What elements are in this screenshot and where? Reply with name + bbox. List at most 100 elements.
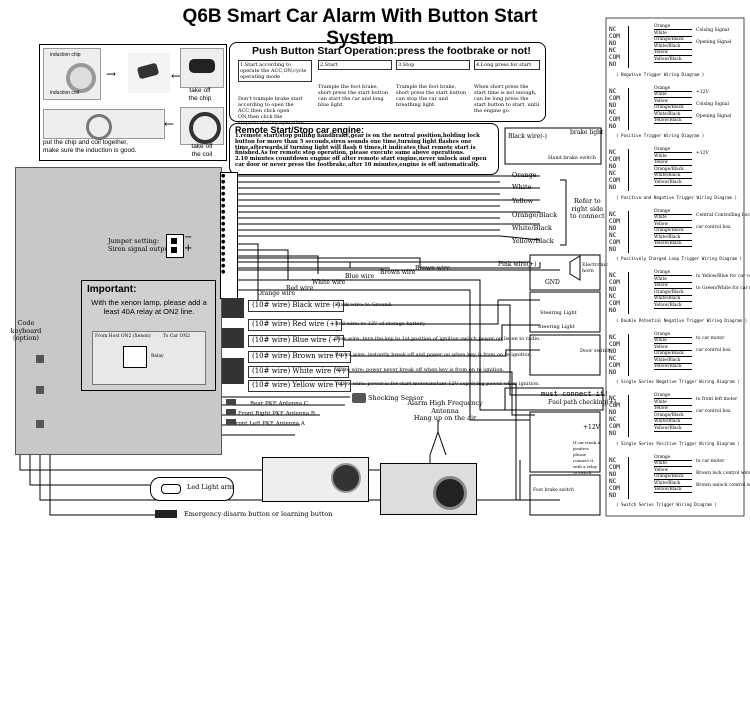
diagram-wire-label: Orange/Black (654, 474, 692, 480)
diagram-wire-label: White/Black (654, 419, 692, 425)
relay-symbol (628, 87, 645, 130)
pin-label: NC (609, 210, 617, 218)
steering-light-label: Steering Light (538, 324, 575, 330)
diagram-wire-label: Yellow/Black (654, 118, 692, 124)
emergency-label: Emergency disarm button or learning butt… (184, 510, 333, 518)
start-button-icon (331, 463, 361, 493)
diagram-wire-label: White (654, 277, 692, 283)
diagram-signal-label: to Yellow/Blue for car control box (696, 274, 750, 279)
antenna-plug (226, 409, 236, 415)
pin-label: NC (609, 333, 617, 341)
must-connect-label: must connect it! (541, 390, 609, 398)
pin-label: NO (609, 491, 617, 499)
diagram-wire-label: Orange (654, 332, 692, 338)
diagram-wire-label: White/Black (654, 112, 692, 118)
push-step-2: 2.Start Trample the foot brake, short pr… (318, 60, 392, 108)
remote-start-panel: Remote Start/Stop car engine: 1.remote s… (229, 123, 499, 175)
coil-graphic (66, 63, 96, 93)
diagram-wire-label: Yellow (654, 406, 692, 412)
start-button-photo (262, 457, 369, 502)
wire-label: White wire (312, 279, 346, 286)
install-photo (380, 463, 477, 515)
antenna-label: Rear PKE Antenna C (250, 401, 308, 407)
pin-label: NO (609, 40, 617, 47)
diagram-caption: ( Single Series Negative Trigger Wiring … (616, 379, 740, 384)
relay-from-label: From Host ON2 (Xenon) (95, 334, 151, 339)
diagram-wire-label: Yellow (654, 99, 692, 105)
pin-label: COM (609, 217, 620, 225)
connector-label-white: (10# wire) White wire (+) (248, 366, 349, 378)
pin-label: NC (609, 231, 617, 239)
diagram-signal-label: car control box (696, 224, 731, 230)
diagram-wire-label: Orange/Black (654, 290, 692, 296)
pin-label: NC (609, 170, 617, 177)
led-icon (161, 484, 181, 494)
diagram-wire-label: Yellow (654, 222, 692, 228)
connector-desc: Red wire: to 12V of storage battery. (335, 321, 426, 327)
relay-diagram: From Host ON2 (Xenon) To Car ON2 Relay (92, 331, 206, 385)
diagram-caption: ( Positively Charged Loop Trigger Wiring… (616, 256, 743, 261)
pin-label: NC (609, 47, 617, 54)
pin-label: NC (609, 26, 617, 33)
pin-label: NO (609, 122, 617, 130)
chip-photo-1: induction chip induction coil (43, 48, 101, 100)
diagram-signal-label: car control box (696, 347, 731, 353)
antenna-label: Front Right PKE Antenna B (238, 411, 315, 417)
connector-label-brown: (10# wire) Brown wire (+) (248, 351, 352, 363)
diagram-signal-label: Central Controlling Lock (696, 212, 750, 218)
diagram-wire-label: White (654, 461, 692, 467)
pin-label: COM (609, 279, 620, 286)
pin-label: NC (609, 354, 617, 362)
hand-brake-label: Hand brake switch (548, 155, 596, 161)
diagram-wire-label: Yellow/Black (654, 303, 692, 309)
steering-wheel-icon (189, 112, 221, 144)
pin-label: COM (609, 340, 620, 348)
diagram-wire-label: White/Black (654, 296, 692, 302)
diagram-wire-label: Orange (654, 455, 692, 461)
diagram-wire-label: White/Black (654, 173, 692, 179)
diagram-wire-label: Orange (654, 393, 692, 399)
diagram-wire-label: Yellow/Black (654, 180, 692, 186)
important-box: Important: With the xenon lamp, please a… (81, 280, 216, 391)
step-text: Trample the foot brake, short press the … (396, 84, 467, 108)
diagram-signal-label: +12V (696, 89, 709, 95)
relay-symbol (628, 333, 645, 376)
door-switch-label: Door switch (580, 348, 611, 354)
jumper-setting-text: Jumper setting: Siren signal output (108, 237, 172, 253)
brake-light-label: brake light (570, 129, 604, 136)
diagram-wire-label: Orange (654, 147, 692, 153)
diagram-wire-label: Orange/Black (654, 167, 692, 173)
relay-block-2 (222, 328, 244, 348)
arrow-icon: → (106, 67, 117, 81)
diagram-wire-label: Orange (654, 209, 692, 215)
pin-label: COM (609, 463, 620, 471)
pin-label: NO (609, 184, 617, 191)
pin-label: COM (609, 156, 620, 163)
led-light-box: Led Light arm (150, 477, 234, 501)
diagram-signal-label: to car motor (696, 335, 725, 341)
diagram-wire-label: Yellow/Black (654, 57, 692, 63)
pin-label: COM (609, 361, 620, 369)
arrow-icon: ← (171, 69, 182, 83)
dashboard-icon (433, 476, 467, 510)
diagram-wire-label: Orange/Black (654, 351, 692, 357)
connector-desc: Blue wire: turn the key to 1st position … (335, 336, 541, 342)
pin-label: COM (609, 238, 620, 246)
combined-photo (43, 109, 165, 140)
diagram-wire-label: Orange (654, 270, 692, 276)
shocking-sensor-icon (352, 393, 366, 403)
relay-icon (123, 346, 147, 368)
chip-panel: induction chip induction coil → ← take o… (39, 44, 227, 161)
bundle-wire: White/Black (512, 224, 552, 232)
relay-block-3 (222, 358, 244, 384)
push-start-heading: Push Button Start Operation:press the fo… (252, 45, 531, 57)
diagram-wire-label: Orange (654, 86, 692, 92)
put-together-text: put the chip and coil together, make sur… (43, 139, 137, 154)
foot-brake-label: Foot brake switch (533, 488, 574, 493)
relay-symbol (628, 395, 645, 437)
